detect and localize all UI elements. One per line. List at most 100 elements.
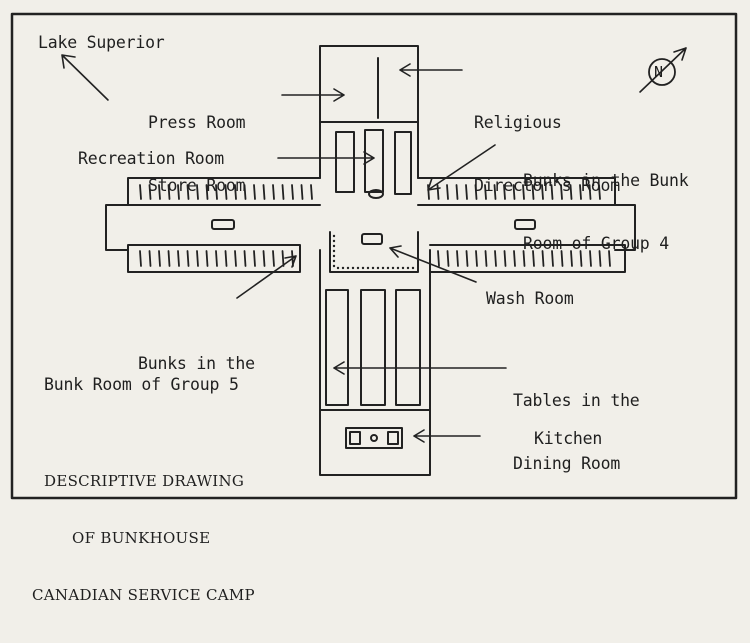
label-recreation-room: Recreation Room — [78, 149, 225, 168]
bunk-group4-left-3 — [167, 184, 171, 200]
recreation-table-1 — [335, 131, 355, 193]
arrow-group4 — [427, 144, 496, 191]
right-corridor-window — [514, 219, 536, 230]
bunk-lower-right-12 — [551, 250, 554, 267]
bunk-lower-right-11 — [541, 250, 545, 267]
label-wash-room: Wash Room — [486, 289, 574, 308]
bunk-group4-right-17 — [588, 184, 592, 200]
label-bunks-group5: Bunks in the — [138, 311, 255, 416]
upper-right-wing — [417, 177, 616, 206]
dining-table-2 — [360, 289, 386, 406]
bunk-group5-1 — [148, 250, 152, 267]
bunk-lower-right-8 — [513, 250, 516, 267]
wash-dot-1 — [332, 239, 336, 243]
caption-line2: OF BUNKHOUSE — [72, 529, 211, 547]
bunk-lower-right-1 — [446, 250, 450, 267]
bunk-group5-6 — [196, 250, 199, 267]
bunk-group4-left-4 — [177, 184, 180, 200]
wash-dot-17 — [386, 266, 390, 270]
label-bunks-group5-line2-wrap: Bunk Room of Group 5 — [44, 332, 239, 437]
north-compass-circle — [648, 58, 676, 86]
bunk-group5-4 — [177, 250, 180, 267]
lower-right-wing — [429, 244, 626, 273]
recreation-stove — [368, 189, 384, 199]
bunk-lower-right-16 — [589, 250, 592, 267]
bunk-group4-left-11 — [243, 184, 247, 200]
bunk-lower-right-9 — [522, 250, 526, 267]
outer-frame — [10, 12, 738, 500]
arrow-dining — [333, 361, 507, 375]
label-bunks-group4-line2: Room of Group 4 — [523, 234, 670, 253]
label-press-store-room: Press Room Store Room — [148, 70, 246, 238]
wash-room-dots — [332, 234, 415, 270]
bunk-group5-0 — [139, 250, 142, 267]
label-kitchen: Kitchen — [534, 429, 603, 448]
central-spine-walls — [319, 45, 431, 476]
wash-dot-2 — [332, 244, 336, 248]
arrow-religious — [399, 63, 463, 77]
wash-dot-3 — [332, 249, 336, 253]
bunk-lower-right-13 — [560, 250, 564, 267]
bunkhouse-drawing: Lake Superior Press Room Store Room Reli… — [10, 12, 738, 604]
wash-dot-18 — [391, 266, 395, 270]
bunk-group4-left-12 — [253, 184, 256, 200]
bunk-group4-left-2 — [158, 184, 161, 200]
wash-dot-5 — [332, 259, 336, 263]
wash-room — [329, 231, 419, 273]
bunk-group5-7 — [205, 250, 209, 267]
bunk-group5-11 — [243, 250, 247, 267]
bunk-group5-2 — [158, 250, 161, 267]
bunk-group4-left-8 — [215, 184, 218, 200]
wash-dot-12 — [361, 266, 365, 270]
arrow-kitchen — [413, 429, 481, 443]
bunk-group4-right-12 — [541, 184, 544, 200]
bunk-group5-13 — [262, 250, 266, 267]
wash-dot-15 — [376, 266, 380, 270]
label-bunks-group5-line1: Bunks in the — [138, 354, 255, 373]
bunk-group4-left-0 — [139, 184, 142, 200]
bunk-group4-left-1 — [148, 184, 152, 200]
bunk-lower-right-10 — [532, 250, 535, 267]
bunk-lower-right-5 — [484, 250, 488, 267]
bunk-group5-3 — [167, 250, 171, 267]
drawing-caption: DESCRIPTIVE DRAWING OF BUNKHOUSE CANADIA… — [32, 434, 255, 643]
bunk-group4-right-9 — [512, 184, 516, 200]
label-dining: Tables in the Dining Room — [513, 348, 640, 516]
bunk-lower-right-6 — [494, 250, 497, 267]
bunk-group5-14 — [272, 250, 275, 267]
label-dining-line2: Dining Room — [513, 454, 621, 473]
bunk-group4-right-7 — [493, 184, 497, 200]
arrow-press-room — [281, 88, 345, 102]
bunk-group5-8 — [215, 250, 218, 267]
bunk-group4-right-15 — [569, 184, 573, 200]
label-dining-line1: Tables in the — [513, 391, 640, 410]
bunk-group4-left-17 — [300, 184, 304, 200]
bunk-group5-12 — [253, 250, 256, 267]
left-corridor-window — [211, 219, 235, 230]
bunk-group4-right-14 — [560, 184, 563, 200]
wash-dot-8 — [341, 266, 345, 270]
wash-dot-11 — [356, 266, 360, 270]
bunk-lower-right-7 — [503, 250, 507, 267]
bunk-group4-right-11 — [531, 184, 535, 200]
label-religious: Religious — [474, 113, 562, 132]
bunk-lower-right-2 — [456, 250, 459, 267]
bunk-group4-left-18 — [310, 184, 313, 200]
bunk-group4-right-2 — [446, 184, 449, 200]
bunk-lower-right-4 — [475, 250, 478, 267]
label-lake-superior: Lake Superior — [38, 33, 165, 52]
wash-dot-21 — [406, 266, 410, 270]
wash-dot-13 — [366, 266, 370, 270]
bunk-group5-15 — [281, 250, 285, 267]
wash-dot-19 — [396, 266, 400, 270]
caption-line3: CANADIAN SERVICE CAMP — [32, 586, 255, 604]
bunk-group4-left-9 — [224, 184, 228, 200]
bunk-group4-left-14 — [272, 184, 275, 200]
bunk-group4-left-10 — [234, 184, 237, 200]
arrow-group5 — [236, 255, 297, 299]
wash-dot-16 — [381, 266, 385, 270]
label-bunks-group4-line1: Bunks in the Bunk — [523, 171, 689, 190]
bunk-lower-right-3 — [465, 250, 469, 267]
bunk-group4-right-13 — [550, 184, 554, 200]
bunk-group4-right-1 — [436, 184, 440, 200]
